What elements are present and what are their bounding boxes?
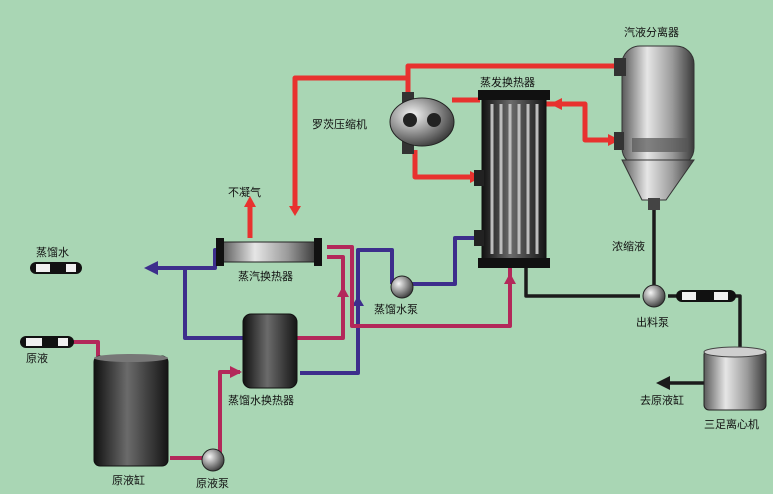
discharge-meter (676, 290, 736, 302)
discharge-pump (642, 284, 666, 308)
label-non-condensable: 不凝气 (228, 185, 261, 199)
distilled-outlet-meter (30, 262, 82, 274)
raw-arrow-up (337, 286, 349, 297)
label-concentrate: 浓缩液 (612, 239, 645, 253)
concentrate-arrow-left (656, 376, 670, 390)
label-to-raw-tank: 去原液缸 (640, 393, 684, 407)
label-compressor: 罗茨压缩机 (312, 117, 367, 131)
steam-arrow-down (289, 206, 301, 216)
distilled-arrow-left (144, 261, 158, 275)
label-centrifuge: 三足离心机 (704, 417, 759, 431)
label-distilled-pump: 蒸馏水泵 (374, 302, 418, 316)
raw-arrow-up-2 (504, 273, 516, 284)
label-raw-tank: 原液缸 (112, 473, 145, 487)
raw-liquid-tank (93, 354, 169, 467)
label-discharge-pump: 出料泵 (636, 315, 669, 329)
steam-heat-exchanger (216, 238, 322, 266)
label-distilled-water: 蒸馏水 (36, 245, 69, 259)
label-separator: 汽液分离器 (624, 25, 679, 39)
steam-lines (247, 63, 622, 238)
raw-liquid-pump (201, 448, 225, 472)
distilled-water-pump (390, 275, 414, 299)
label-evaporator-hx: 蒸发换热器 (480, 75, 535, 89)
label-raw-pump: 原液泵 (196, 476, 229, 490)
raw-inlet-meter (20, 336, 74, 348)
vapor-liquid-separator (614, 45, 695, 210)
raw-arrow-right (230, 366, 242, 378)
evaporator-heat-exchanger (474, 90, 550, 268)
label-steam-hx: 蒸汽换热器 (238, 269, 293, 283)
distilled-arrow-up (352, 296, 364, 306)
distilled-lines (150, 236, 478, 375)
label-distilled-water-hx: 蒸馏水换热器 (228, 393, 294, 407)
steam-arrow-left (550, 98, 562, 110)
steam-arrow-up (244, 196, 256, 207)
three-leg-centrifuge (703, 346, 767, 411)
label-raw-liquid: 原液 (26, 351, 48, 365)
roots-compressor (389, 92, 455, 154)
distilled-water-heat-exchanger (242, 313, 298, 389)
